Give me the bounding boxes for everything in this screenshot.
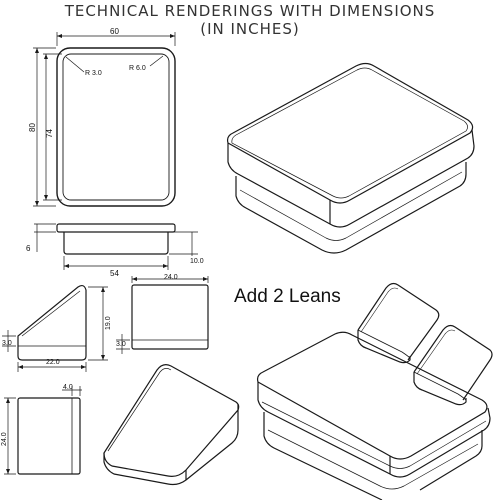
- iso-cushion-with-leans: [256, 282, 493, 500]
- title-line-1: TECHNICAL RENDERINGS WITH DIMENSIONS: [64, 2, 436, 20]
- lean-side-profile: 19.0 22.0 3.0: [2, 284, 112, 372]
- side-view-base: 6 54 10.0: [26, 223, 204, 278]
- dim-lean-depth-side: 24.0: [1, 432, 8, 446]
- dim-base-height: 10.0: [190, 258, 204, 265]
- dim-top-width: 60: [110, 27, 119, 36]
- iso-cushion: [226, 62, 475, 254]
- dim-lean-step-right: 3.0: [116, 341, 126, 348]
- dim-base-thickness: 6: [26, 244, 31, 253]
- lean-back-view: 24.0 3.0: [116, 274, 209, 354]
- dim-base-width: 54: [110, 269, 119, 278]
- dim-corner-inner: R 3.0: [85, 70, 102, 77]
- top-view-cushion: R 3.0 R 6.0 60 80 74: [28, 27, 176, 207]
- dim-corner-outer: R 6.0: [129, 65, 146, 72]
- dim-inner-height: 74: [45, 129, 54, 138]
- dim-outer-height: 80: [28, 123, 37, 132]
- dim-lean-depth-top: 24.0: [164, 274, 178, 281]
- dim-lean-width: 22.0: [46, 359, 60, 366]
- dim-lean-step-left: 3.0: [2, 340, 12, 347]
- iso-lean: [103, 364, 240, 486]
- dim-lean-height: 19.0: [105, 316, 112, 330]
- title-line-2: (IN INCHES): [200, 20, 300, 38]
- dim-lean-top-small: 4.0: [63, 384, 73, 391]
- lean-side-view: 4.0 24.0: [1, 384, 82, 475]
- add-leans-label: Add 2 Leans: [234, 286, 341, 307]
